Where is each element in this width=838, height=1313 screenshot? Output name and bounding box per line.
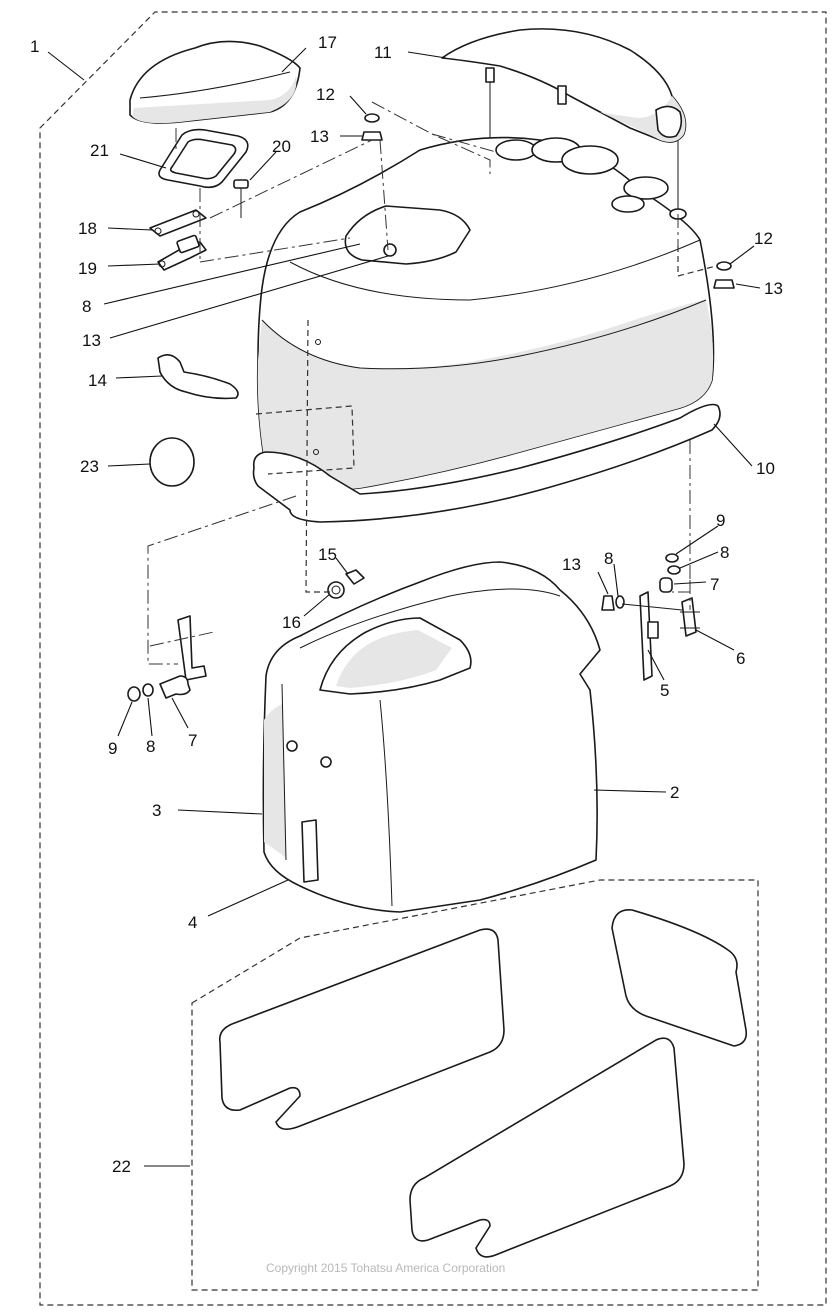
round-cap-part [149,437,195,487]
callout-8-left-lower: 8 [146,737,155,756]
washer-8-mid-part [615,595,625,609]
latch-bracket-left-part [177,615,207,681]
callout-16: 16 [282,613,301,632]
seal-gasket-part [252,403,721,523]
callout-6: 6 [736,649,745,668]
decal-b-part [611,909,748,1047]
nut-13-right-part [713,279,735,289]
latch-plate-6-part [680,597,700,637]
screw-15-part [345,569,365,585]
callout-8-mid: 8 [604,549,613,568]
latch-hook-19-part [157,234,207,271]
assembly-boundary [39,11,827,1306]
nut-13-top-part [361,131,383,141]
front-cover-part [262,561,601,913]
callout-12-top: 12 [316,85,335,104]
top-cowling-part [256,136,715,492]
callout-7-left: 7 [188,731,197,750]
callout-8-left-upper: 8 [82,297,91,316]
callout-12-right: 12 [754,229,773,248]
callout-9-left: 9 [108,739,117,758]
leader-lines [47,47,761,1167]
latch-bracket-5-part [639,591,659,681]
callout-14: 14 [88,371,107,390]
callout-17: 17 [318,33,337,52]
callout-1: 1 [30,37,39,56]
copyright-text: Copyright 2015 Tohatsu America Corporati… [266,1261,505,1275]
bushing-7-left-part [159,675,191,699]
callout-19: 19 [78,259,97,278]
decal-c-part [409,1037,685,1258]
callout-9-right: 9 [716,511,725,530]
washer-12-top-part [364,113,380,123]
nut-9-right-part [665,553,679,563]
callout-13-top: 13 [310,127,329,146]
decal-set-boundary [191,879,759,1291]
callouts: 1 2 3 4 5 6 7 7 8 8 8 8 9 9 10 11 12 12 … [30,33,783,1176]
washer-8-right-part [667,565,681,575]
callout-13-left: 13 [82,331,101,350]
callout-4: 4 [188,913,197,932]
rear-top-cover-part [441,28,687,210]
callout-3: 3 [152,801,161,820]
latch-hook-18-part [149,209,207,237]
callout-18: 18 [78,219,97,238]
callout-22: 22 [112,1157,131,1176]
callout-15: 15 [318,545,337,564]
callout-20: 20 [272,137,291,156]
callout-8-right: 8 [720,543,729,562]
callout-5: 5 [660,681,669,700]
decal-a-part [218,928,505,1130]
callout-2: 2 [670,783,679,802]
callout-13-right: 13 [764,279,783,298]
gasket-ring-part [158,128,249,189]
nut-9-left-part [127,686,141,702]
callout-11: 11 [374,43,392,62]
callout-7-right: 7 [710,575,719,594]
nut-13-mid-part [601,595,615,611]
assembly-lines [147,101,717,665]
cover-lid-part [129,40,301,124]
lever-handle-part [157,354,239,400]
washer-8-left-part [142,683,154,697]
callout-23: 23 [80,457,99,476]
grommet-16-part [327,581,345,599]
washer-12-right-part [716,261,732,271]
callout-21: 21 [90,141,109,160]
bolt-20-part [233,179,249,218]
callout-10: 10 [756,459,775,478]
bushing-7-right-part [659,577,673,593]
callout-13-mid: 13 [562,555,581,574]
